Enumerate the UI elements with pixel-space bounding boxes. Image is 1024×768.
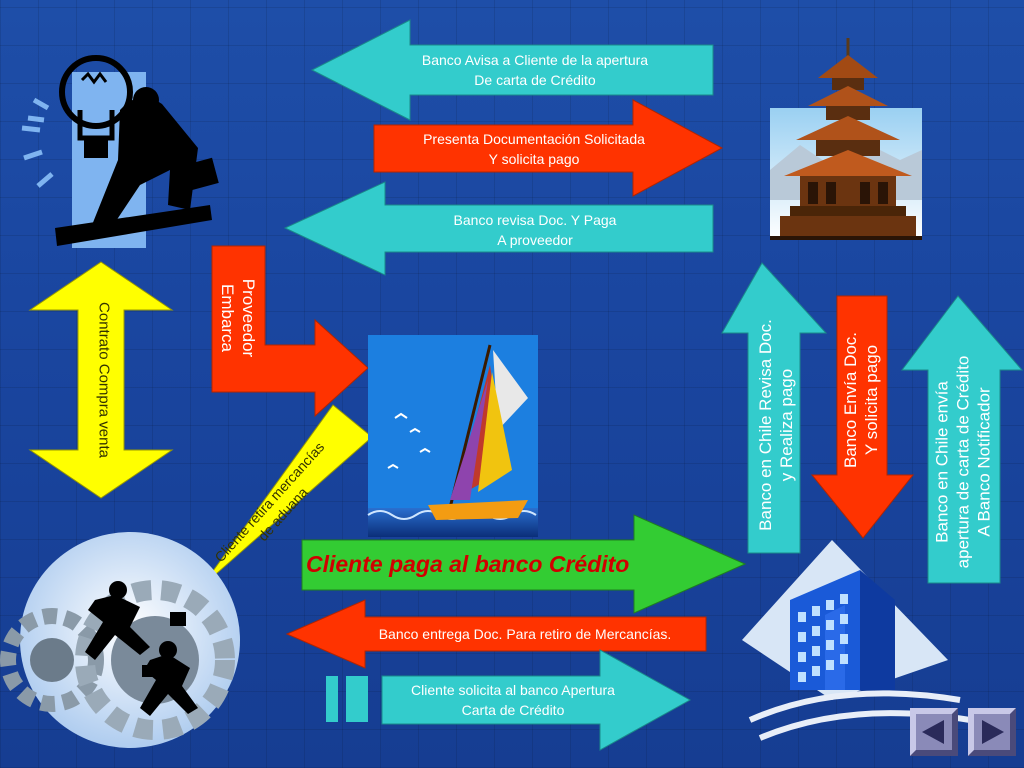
label-presenta-doc-line2: Y solicita pago <box>488 151 580 167</box>
label-banco-chile-revisa-line2: y Realiza pago <box>777 368 796 482</box>
idea-businessman-icon <box>21 55 219 248</box>
label-banco-chile-revisa-line1: Banco en Chile Revisa Doc. <box>756 319 775 531</box>
label-cliente-solicita: Cliente solicita al banco Apertura Carta… <box>382 680 644 720</box>
stripe-2 <box>346 676 368 722</box>
label-cliente-paga-text: Cliente paga al banco Crédito <box>306 551 630 577</box>
arrow-banco-envia <box>810 295 915 539</box>
label-proveedor-embarca: Proveedor Embarca <box>217 279 259 357</box>
label-banco-revisa-paga-line2: A proveedor <box>497 232 573 248</box>
arrow-presenta-documentacion <box>373 99 724 197</box>
pagoda-icon <box>770 38 922 240</box>
arrow-banco-revisa-paga <box>283 181 714 276</box>
label-banco-entrega-text: Banco entrega Doc. Para retiro de Mercan… <box>378 626 672 642</box>
running-businessmen-gears-icon <box>0 532 240 748</box>
next-slide-button[interactable] <box>968 708 1016 756</box>
label-banco-avisa-line1: Banco Avisa a Cliente de la apertura <box>421 52 649 68</box>
label-banco-chile-envia-line3: A Banco Notificador <box>974 387 994 537</box>
arrow-banco-chile-revisa <box>721 262 828 554</box>
arrow-contrato-compra-venta <box>28 261 174 499</box>
label-banco-chile-revisa: Banco en Chile Revisa Doc. y Realiza pag… <box>755 319 797 531</box>
arrow-banco-chile-envia <box>900 295 1024 584</box>
label-proveedor-line2: Embarca <box>218 283 237 353</box>
label-banco-revisa-paga-line1: Banco revisa Doc. Y Paga <box>453 212 617 228</box>
arrow-cliente-paga <box>301 514 747 614</box>
previous-slide-button[interactable] <box>910 708 958 756</box>
label-banco-revisa-paga: Banco revisa Doc. Y Paga A proveedor <box>380 210 690 250</box>
label-banco-chile-envia-line1: Banco en Chile envía <box>932 381 952 543</box>
next-slide-icon <box>968 708 1016 756</box>
label-banco-entrega: Banco entrega Doc. Para retiro de Mercan… <box>330 624 720 644</box>
arrow-proveedor-embarca <box>211 245 369 418</box>
label-banco-envia-line1: Banco Envía Doc. <box>841 331 860 469</box>
label-presenta-doc-line1: Presenta Documentación Solicitada <box>423 131 645 147</box>
label-cliente-paga: Cliente paga al banco Crédito <box>306 551 629 578</box>
label-banco-avisa: Banco Avisa a Cliente de la apertura De … <box>380 50 690 90</box>
label-contrato: Contrato Compra venta <box>94 302 115 458</box>
label-contrato-text: Contrato Compra venta <box>95 302 113 458</box>
arrow-banco-avisa <box>310 19 714 121</box>
label-proveedor-line1: Proveedor <box>239 278 258 358</box>
stripe-1 <box>326 676 338 722</box>
previous-slide-icon <box>910 708 958 756</box>
bank-building-icon <box>742 540 971 741</box>
arrow-cliente-solicita <box>381 649 692 751</box>
label-banco-chile-envia-line2: apertura de carta de Crédito <box>953 355 973 569</box>
label-banco-envia: Banco Envía Doc. Y solicita pago <box>840 332 882 468</box>
label-cliente-solicita-line2: Carta de Crédito <box>461 702 565 718</box>
label-cliente-solicita-line1: Cliente solicita al banco Apertura <box>411 682 615 698</box>
label-banco-envia-line2: Y solicita pago <box>862 344 881 456</box>
label-presenta-doc: Presenta Documentación Solicitada Y soli… <box>374 129 694 169</box>
label-banco-avisa-line2: De carta de Crédito <box>474 72 596 88</box>
sailboat-icon <box>367 335 538 537</box>
label-banco-chile-envia: Banco en Chile envía apertura de carta d… <box>932 356 995 569</box>
